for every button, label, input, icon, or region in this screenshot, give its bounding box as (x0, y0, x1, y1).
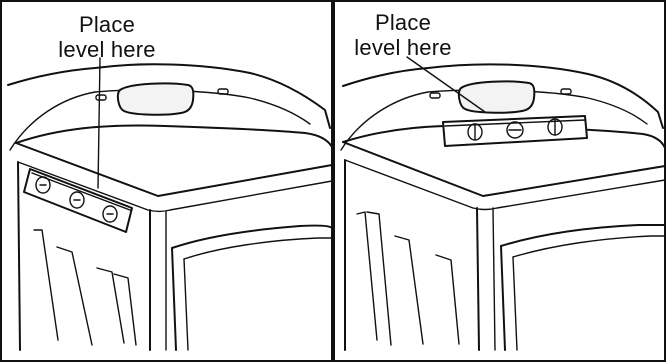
left-caption: Place level here (22, 12, 192, 62)
right-caption-line-1: Place (343, 10, 463, 35)
right-caption-line-2: level here (343, 35, 463, 60)
right-control-display (459, 81, 534, 112)
left-control-display (118, 83, 193, 114)
right-caption: Place level here (343, 10, 463, 60)
panel-left: Place level here (0, 0, 333, 362)
panel-right: Place level here (333, 0, 666, 362)
left-caption-line-2: level here (22, 37, 192, 62)
left-caption-line-1: Place (22, 12, 192, 37)
